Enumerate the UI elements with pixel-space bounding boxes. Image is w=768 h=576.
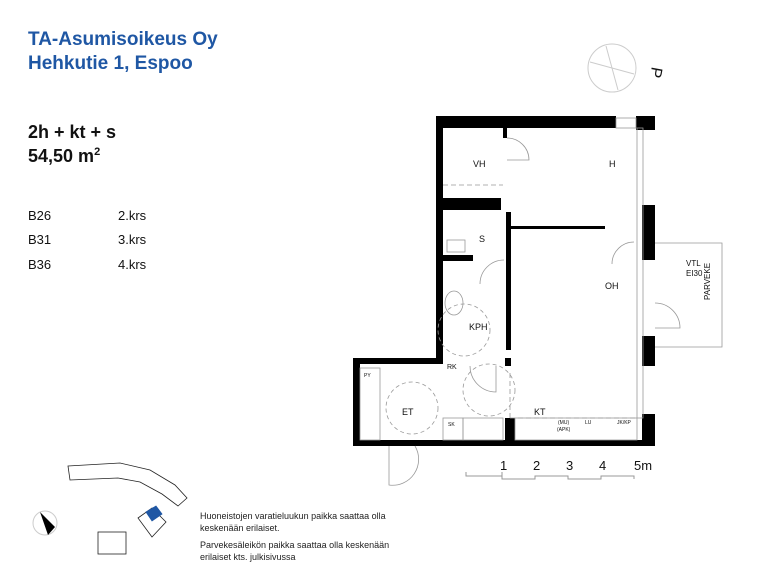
unit-floor: 3.krs	[118, 232, 147, 247]
unit-id: B26	[28, 208, 52, 223]
mu-label: (MU)	[558, 420, 569, 426]
room-s: S	[479, 234, 485, 244]
unit-floor: 4.krs	[118, 257, 147, 272]
site-compass-icon	[32, 510, 58, 536]
room-rk: RK	[447, 364, 457, 371]
sk-label: SK	[448, 422, 455, 428]
room-kt: KT	[534, 407, 546, 417]
scale-tick: 4	[599, 458, 606, 473]
note-emergency-hatch: Huoneistojen varatieluukun paikka saatta…	[200, 511, 386, 533]
area-sup: 2	[94, 146, 101, 158]
vtl-label: VTL	[686, 259, 701, 268]
room-kph: KPH	[469, 322, 488, 332]
note-balcony-grille: Parvekesäleikön paikka saattaa olla kesk…	[200, 540, 390, 562]
site-map	[67, 462, 188, 555]
scale-tick: 5m	[634, 458, 652, 473]
area-value: 54,50 m	[28, 146, 95, 166]
room-parveke: PARVEKE	[703, 263, 712, 300]
apartment-type: 2h + kt + s	[28, 122, 117, 142]
unit-id: B36	[28, 257, 52, 272]
scale-tick: 3	[566, 458, 573, 473]
compass-label: P	[646, 66, 665, 79]
apartment-area: 54,50 m2	[28, 146, 100, 167]
ei30-label: EI30	[686, 269, 703, 278]
room-labels: VH H S OH KPH ET KT RK PY SK (MU) (APK) …	[364, 159, 712, 433]
scale-tick: 1	[500, 458, 507, 473]
lu-label: LU	[585, 420, 592, 426]
apk-label: (APK)	[557, 427, 571, 433]
py-label: PY	[364, 373, 371, 379]
address: Hehkutie 1, Espoo	[28, 53, 193, 74]
scale-bar: 1 2 3 4 5m	[465, 458, 652, 480]
walls	[353, 116, 655, 446]
room-et: ET	[402, 407, 414, 417]
company-name: TA-Asumisoikeus Oy	[28, 29, 218, 50]
unit-id: B31	[28, 232, 52, 247]
north-compass-icon: P	[587, 43, 665, 93]
jkkp-label: JK/KP	[617, 420, 632, 426]
room-vh: VH	[473, 159, 486, 169]
fixtures	[359, 117, 723, 486]
room-h: H	[609, 159, 616, 169]
unit-floor: 2.krs	[118, 208, 147, 223]
room-oh: OH	[605, 281, 619, 291]
scale-tick: 2	[533, 458, 540, 473]
